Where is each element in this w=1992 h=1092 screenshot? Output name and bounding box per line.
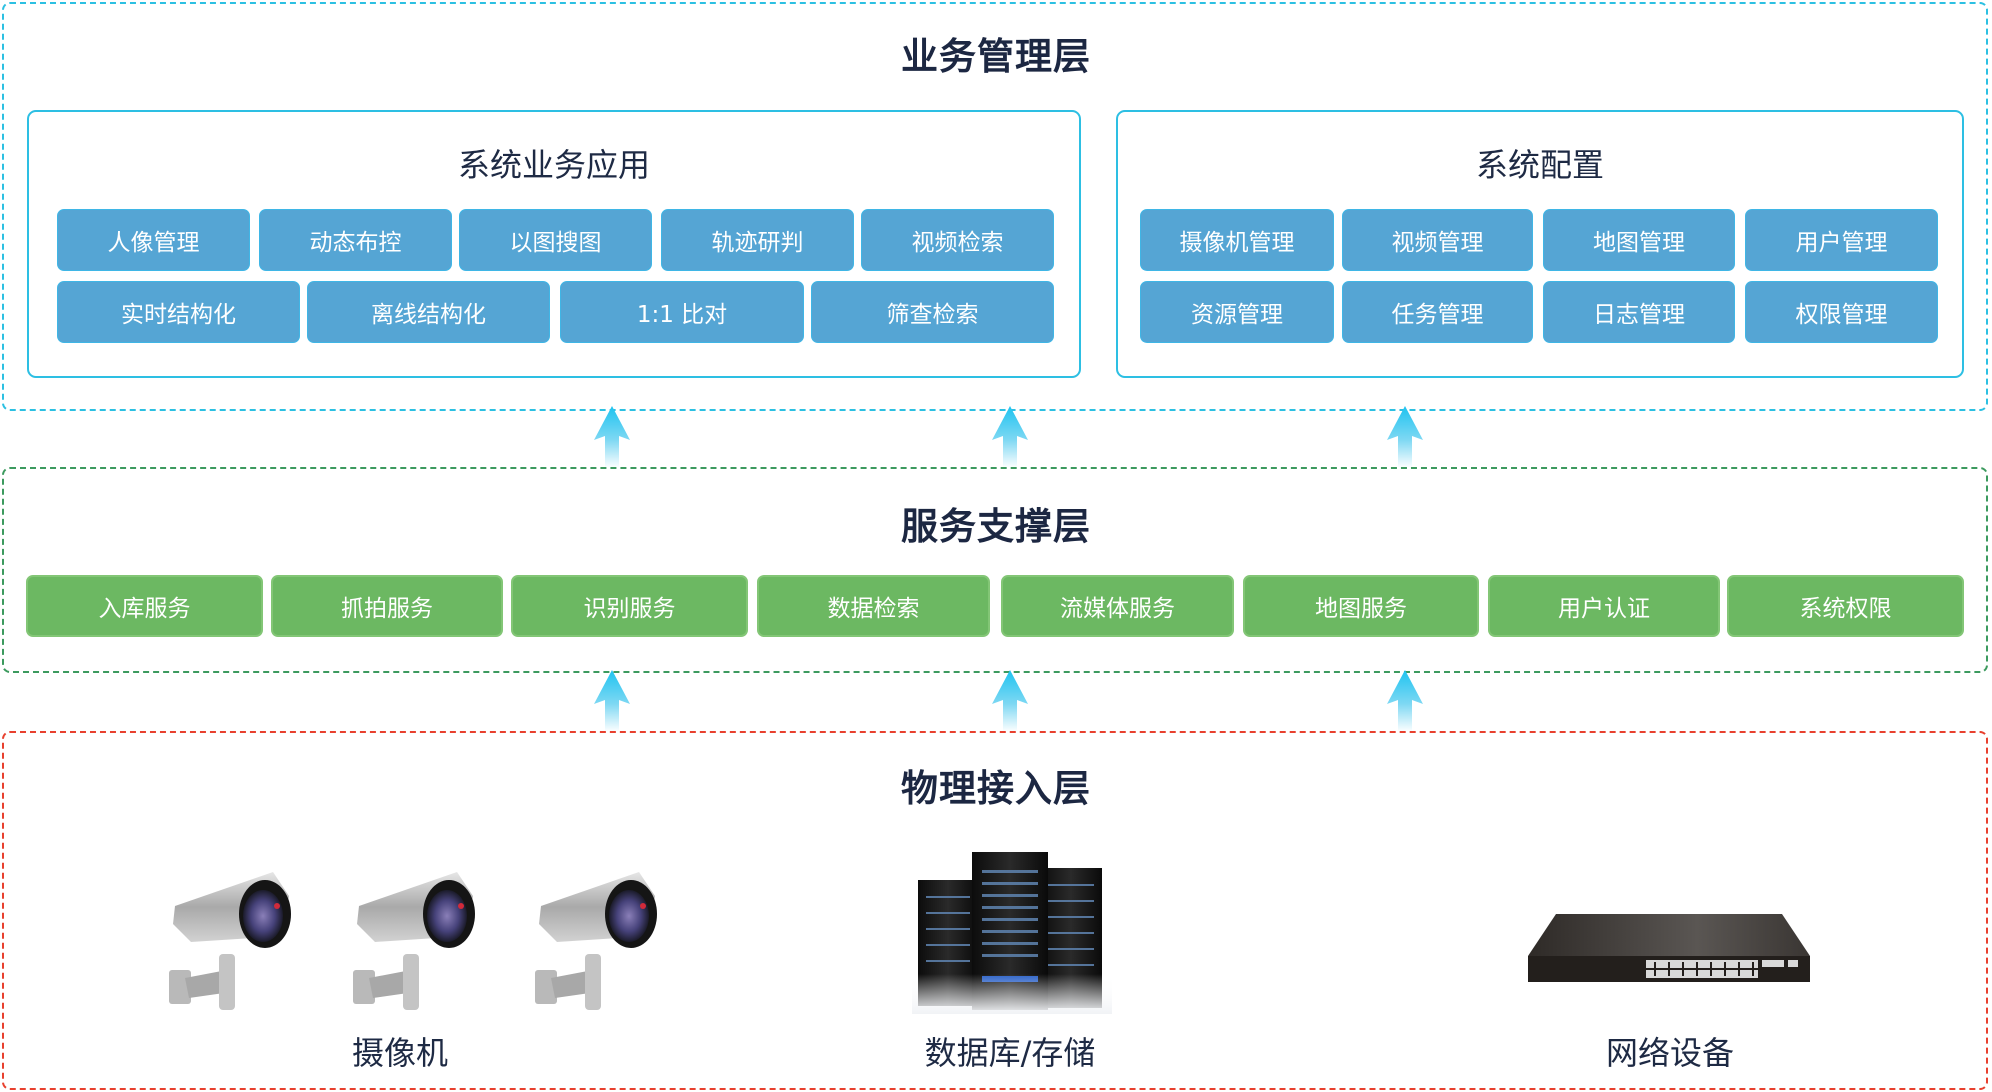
up-arrow-icon xyxy=(1387,406,1423,468)
config-button-map-mgmt[interactable]: 地图管理 xyxy=(1543,209,1735,271)
service-button-recognition[interactable]: 识别服务 xyxy=(511,575,748,637)
physical-layer xyxy=(2,731,1988,1090)
up-arrow-icon xyxy=(594,406,630,468)
up-arrow-icon xyxy=(1387,670,1423,732)
app-button-image-search[interactable]: 以图搜图 xyxy=(459,209,652,271)
service-button-user-auth[interactable]: 用户认证 xyxy=(1488,575,1720,637)
service-button-data-search[interactable]: 数据检索 xyxy=(757,575,990,637)
up-arrow-icon xyxy=(992,670,1028,732)
config-button-task-mgmt[interactable]: 任务管理 xyxy=(1342,281,1533,343)
camera-label: 摄像机 xyxy=(351,1034,448,1072)
server-rack-icon xyxy=(912,852,1112,1014)
app-button-offline-struct[interactable]: 离线结构化 xyxy=(307,281,550,343)
app-button-trajectory[interactable]: 轨迹研判 xyxy=(661,209,854,271)
config-button-resource-mgmt[interactable]: 资源管理 xyxy=(1140,281,1334,343)
system-config-title: 系统配置 xyxy=(1475,146,1604,184)
app-button-video-search[interactable]: 视频检索 xyxy=(861,209,1054,271)
camera-icon xyxy=(169,872,291,1010)
camera-icon xyxy=(353,872,475,1010)
config-button-log-mgmt[interactable]: 日志管理 xyxy=(1543,281,1735,343)
app-button-screening-search[interactable]: 筛查检索 xyxy=(811,281,1054,343)
storage-label: 数据库/存储 xyxy=(924,1034,1096,1072)
service-button-map[interactable]: 地图服务 xyxy=(1243,575,1479,637)
service-button-streaming[interactable]: 流媒体服务 xyxy=(1001,575,1234,637)
up-arrow-icon xyxy=(594,670,630,732)
app-button-dynamic-control[interactable]: 动态布控 xyxy=(259,209,452,271)
up-arrow-icon xyxy=(992,406,1028,468)
service-button-ingest[interactable]: 入库服务 xyxy=(26,575,263,637)
network-switch-icon xyxy=(1528,914,1810,982)
service-button-system-permission[interactable]: 系统权限 xyxy=(1727,575,1964,637)
service-layer xyxy=(2,467,1988,673)
management-layer-title: 业务管理层 xyxy=(901,35,1091,78)
service-button-capture[interactable]: 抓拍服务 xyxy=(271,575,503,637)
config-button-permission-mgmt[interactable]: 权限管理 xyxy=(1745,281,1938,343)
physical-layer-title: 物理接入层 xyxy=(901,767,1091,810)
camera-icon xyxy=(535,872,657,1010)
network-device-label: 网络设备 xyxy=(1605,1034,1734,1072)
management-layer xyxy=(2,2,1988,411)
config-button-camera-mgmt[interactable]: 摄像机管理 xyxy=(1140,209,1334,271)
service-layer-title: 服务支撑层 xyxy=(901,505,1091,548)
config-button-user-mgmt[interactable]: 用户管理 xyxy=(1745,209,1938,271)
app-button-portrait-mgmt[interactable]: 人像管理 xyxy=(57,209,250,271)
config-button-video-mgmt[interactable]: 视频管理 xyxy=(1342,209,1533,271)
business-apps-title: 系统业务应用 xyxy=(457,146,650,184)
app-button-realtime-struct[interactable]: 实时结构化 xyxy=(57,281,300,343)
app-button-one-to-one[interactable]: 1:1 比对 xyxy=(560,281,804,343)
